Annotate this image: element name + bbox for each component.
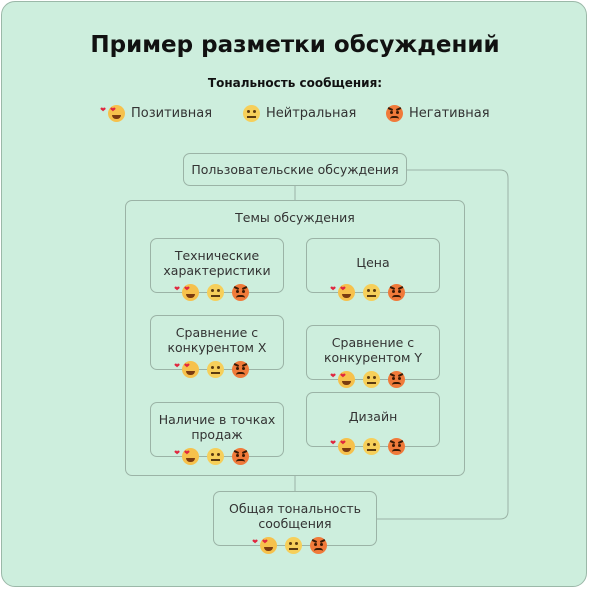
- emoji-row-competitor-y: [330, 371, 405, 388]
- emoji-row-availability: [174, 448, 249, 465]
- page-title: Пример разметки обсуждений: [90, 32, 500, 58]
- heart-eyes-emoji-icon: [100, 105, 125, 122]
- heart-eyes-emoji-icon: [174, 361, 199, 378]
- legend-negative-label: Негативная: [409, 106, 490, 121]
- topic-label: Сравнение с конкурентом Y: [323, 335, 423, 365]
- neutral-face-emoji-icon: [243, 105, 260, 122]
- emoji-row-technical: [174, 284, 249, 301]
- user-discussions-node: Пользовательские обсуждения: [183, 153, 407, 186]
- topic-availability: Наличие в точках продаж: [150, 402, 284, 457]
- topic-label: Сравнение с конкурентом Х: [167, 325, 267, 355]
- heart-eyes-emoji-icon: [174, 284, 199, 301]
- emoji-row-competitor-x: [174, 361, 249, 378]
- topic-label: Цена: [356, 255, 390, 270]
- topic-label: Наличие в точках продаж: [158, 412, 276, 442]
- neutral-face-emoji-icon: [363, 438, 380, 455]
- topic-label: Дизайн: [348, 409, 398, 424]
- neutral-face-emoji-icon: [363, 371, 380, 388]
- legend-neutral-label: Нейтральная: [266, 106, 357, 121]
- heart-eyes-emoji-icon: [330, 371, 355, 388]
- legend-positive-label: Позитивная: [131, 106, 213, 121]
- heart-eyes-emoji-icon: [252, 537, 277, 554]
- angry-face-emoji-icon: [232, 448, 249, 465]
- topics-group-label: Темы обсуждения: [235, 210, 355, 225]
- angry-face-emoji-icon: [388, 284, 405, 301]
- topics-group: Темы обсуждения: [125, 200, 465, 476]
- angry-face-emoji-icon: [310, 537, 327, 554]
- angry-face-emoji-icon: [388, 371, 405, 388]
- emoji-row-design: [330, 438, 405, 455]
- neutral-face-emoji-icon: [207, 448, 224, 465]
- neutral-face-emoji-icon: [207, 361, 224, 378]
- neutral-face-emoji-icon: [207, 284, 224, 301]
- overall-tonality-label: Общая тональность сообщения: [229, 501, 361, 531]
- legend-neutral: Нейтральная: [243, 105, 356, 122]
- angry-face-emoji-icon: [388, 438, 405, 455]
- emoji-row-price: [330, 284, 405, 301]
- legend-positive: Позитивная: [100, 105, 213, 122]
- angry-face-emoji-icon: [232, 284, 249, 301]
- topic-competitor-y: Сравнение с конкурентом Y: [306, 325, 440, 380]
- heart-eyes-emoji-icon: [174, 448, 199, 465]
- legend-heading: Тональность сообщения:: [207, 76, 383, 90]
- user-discussions-label: Пользовательские обсуждения: [191, 162, 399, 177]
- heart-eyes-emoji-icon: [330, 438, 355, 455]
- angry-face-emoji-icon: [386, 105, 403, 122]
- topic-competitor-x: Сравнение с конкурентом Х: [150, 315, 284, 370]
- emoji-row-overall: [252, 537, 327, 554]
- legend-negative: Негативная: [386, 105, 490, 122]
- connector-user-to-overall: [377, 169, 509, 520]
- topic-label: Технические характеристики: [163, 248, 271, 278]
- neutral-face-emoji-icon: [363, 284, 380, 301]
- neutral-face-emoji-icon: [285, 537, 302, 554]
- angry-face-emoji-icon: [232, 361, 249, 378]
- heart-eyes-emoji-icon: [330, 284, 355, 301]
